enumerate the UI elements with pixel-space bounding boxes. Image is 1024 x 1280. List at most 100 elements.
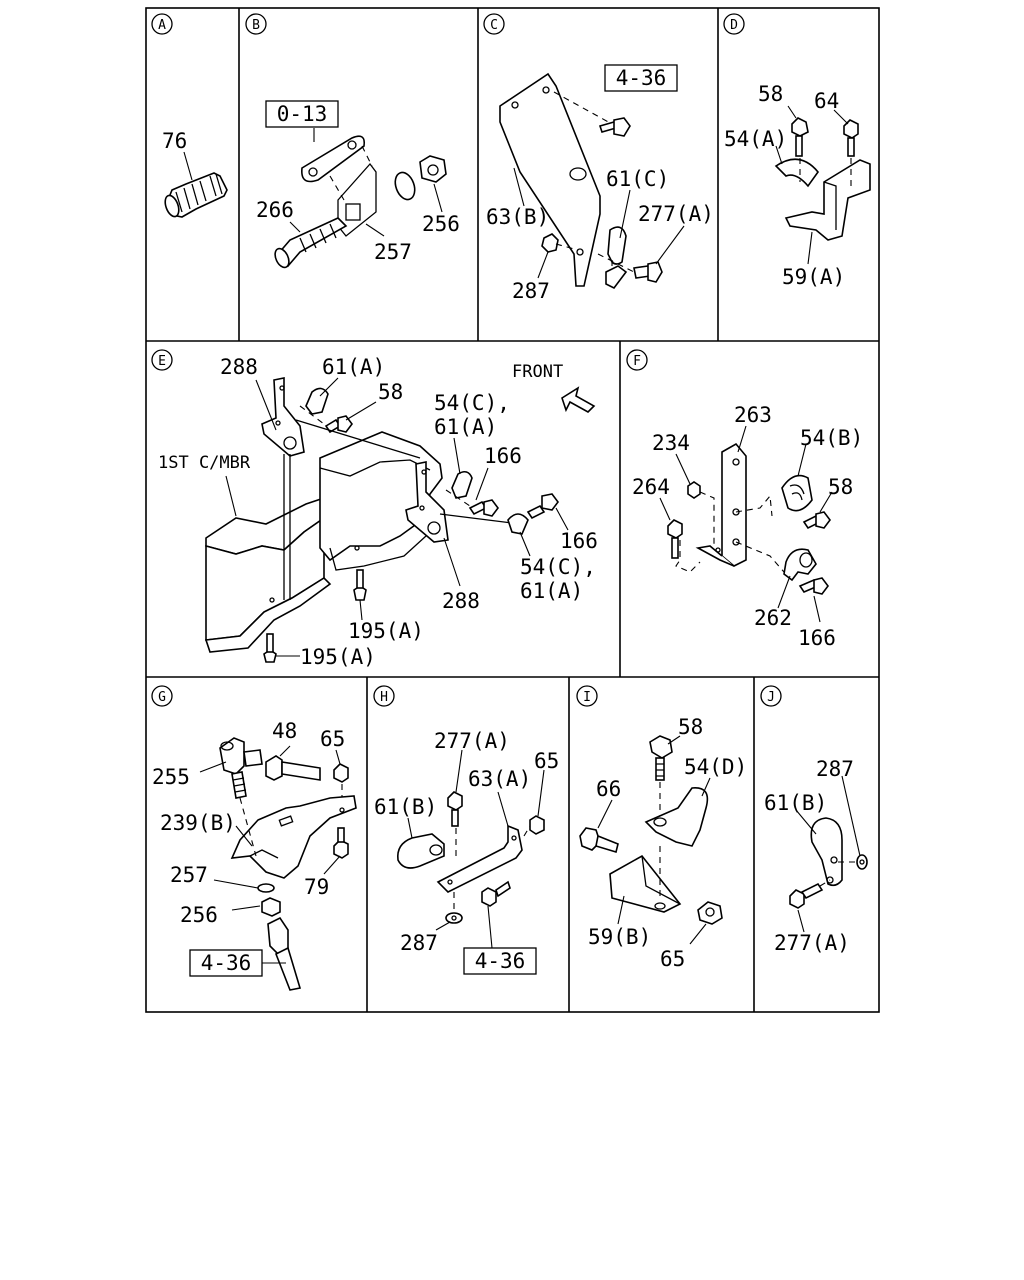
svg-text:58: 58 bbox=[378, 380, 403, 404]
clamp-54d bbox=[644, 787, 709, 847]
bolt-66 bbox=[579, 827, 619, 854]
svg-text:76: 76 bbox=[162, 129, 187, 153]
nut-65-i bbox=[697, 901, 723, 925]
washer-287-j bbox=[856, 854, 868, 870]
svg-text:63(B): 63(B) bbox=[486, 205, 549, 229]
svg-text:264: 264 bbox=[632, 475, 670, 499]
svg-text:48: 48 bbox=[272, 719, 297, 743]
svg-text:255: 255 bbox=[152, 765, 190, 789]
hose-fitting-48 bbox=[265, 755, 321, 781]
cross-member bbox=[204, 431, 443, 653]
section-marker-e: E bbox=[151, 349, 173, 371]
panel-grid bbox=[145, 7, 880, 1013]
bracket-59b bbox=[609, 854, 682, 913]
svg-text:277(A): 277(A) bbox=[434, 729, 510, 753]
section-b: 0-13 266 257 256 bbox=[256, 100, 460, 269]
svg-text:59(B): 59(B) bbox=[588, 925, 651, 949]
section-marker-d: D bbox=[723, 13, 745, 35]
bolt-264 bbox=[667, 519, 683, 559]
snap-ring-257 bbox=[394, 171, 416, 201]
svg-text:277(A): 277(A) bbox=[638, 202, 714, 226]
svg-text:I: I bbox=[583, 690, 591, 705]
svg-text:166: 166 bbox=[484, 444, 522, 468]
bracket-59a bbox=[784, 159, 871, 241]
svg-text:63(A): 63(A) bbox=[468, 767, 531, 791]
nut-287 bbox=[541, 233, 559, 253]
nut-256-g bbox=[261, 897, 281, 917]
svg-text:65: 65 bbox=[320, 727, 345, 751]
washer-257-g bbox=[257, 883, 275, 893]
bolt-4-36-h bbox=[481, 880, 511, 907]
svg-text:D: D bbox=[730, 18, 738, 33]
svg-text:0-13: 0-13 bbox=[277, 102, 328, 126]
svg-text:61(A): 61(A) bbox=[322, 355, 385, 379]
bolt-166-f bbox=[798, 577, 829, 595]
svg-text:256: 256 bbox=[422, 212, 460, 236]
bolt-58-i bbox=[649, 735, 673, 781]
svg-text:61(A): 61(A) bbox=[520, 579, 583, 603]
svg-text:257: 257 bbox=[170, 863, 208, 887]
nut-65-h bbox=[529, 815, 545, 835]
svg-text:79: 79 bbox=[304, 875, 329, 899]
bolt-277a-j bbox=[789, 882, 824, 909]
nut-287-h bbox=[445, 912, 463, 924]
bracket-63a bbox=[436, 824, 523, 893]
svg-text:262: 262 bbox=[754, 606, 792, 630]
svg-text:J: J bbox=[767, 690, 775, 705]
bolt-195a-lower bbox=[263, 633, 277, 663]
bracket-288-upper bbox=[261, 377, 305, 457]
svg-text:195(A): 195(A) bbox=[348, 619, 424, 643]
section-marker-b: B bbox=[245, 13, 267, 35]
bracket-239b bbox=[230, 795, 357, 879]
section-j: 287 61(B) 277(A) bbox=[764, 757, 868, 955]
section-marker-h: H bbox=[373, 685, 395, 707]
svg-text:64: 64 bbox=[814, 89, 839, 113]
svg-text:61(C): 61(C) bbox=[606, 167, 669, 191]
section-c: 4-36 61(C) 63(B) 277(A) bbox=[486, 64, 714, 303]
clamp-262 bbox=[783, 548, 817, 582]
svg-text:E: E bbox=[158, 354, 166, 369]
svg-text:B: B bbox=[252, 18, 260, 33]
svg-text:195(A): 195(A) bbox=[300, 645, 376, 669]
svg-text:61(B): 61(B) bbox=[374, 795, 437, 819]
front-arrow bbox=[561, 386, 596, 413]
svg-text:G: G bbox=[158, 690, 166, 705]
svg-text:287: 287 bbox=[816, 757, 854, 781]
section-f: 263 234 54(B) 264 58 262 166 bbox=[632, 403, 863, 650]
bolt-277a-h bbox=[447, 791, 463, 827]
svg-text:A: A bbox=[158, 18, 166, 33]
bolt-64-d bbox=[843, 119, 859, 157]
svg-text:1ST C/MBR: 1ST C/MBR bbox=[158, 453, 251, 473]
svg-text:288: 288 bbox=[442, 589, 480, 613]
svg-text:4-36: 4-36 bbox=[475, 949, 526, 973]
svg-text:166: 166 bbox=[798, 626, 836, 650]
svg-text:61(A): 61(A) bbox=[434, 415, 497, 439]
clamp-54c-lower bbox=[507, 513, 529, 535]
tee-fitting-255 bbox=[219, 737, 263, 799]
svg-text:H: H bbox=[380, 690, 388, 705]
bolt-166-middle bbox=[468, 499, 499, 517]
bolt-277a bbox=[633, 261, 663, 283]
bolt-4-36 bbox=[598, 117, 631, 137]
svg-text:239(B): 239(B) bbox=[160, 811, 236, 835]
svg-text:263: 263 bbox=[734, 403, 772, 427]
svg-text:C: C bbox=[490, 18, 498, 33]
section-marker-j: J bbox=[760, 685, 782, 707]
svg-text:54(A): 54(A) bbox=[724, 127, 787, 151]
bracket-63b bbox=[499, 72, 601, 287]
section-d: 58 64 54(A) 59(A) bbox=[724, 82, 871, 289]
svg-text:65: 65 bbox=[534, 749, 559, 773]
section-markers: A B C D E F G H I J bbox=[151, 13, 782, 707]
section-marker-a: A bbox=[151, 13, 173, 35]
svg-text:277(A): 277(A) bbox=[774, 931, 850, 955]
stud-266 bbox=[274, 217, 348, 269]
bolt-58-d bbox=[791, 117, 809, 157]
bolt-166-right bbox=[526, 493, 559, 520]
svg-text:287: 287 bbox=[400, 931, 438, 955]
bracket-288-lower bbox=[405, 461, 449, 543]
section-a: 76 bbox=[162, 129, 228, 218]
clip-61c bbox=[605, 226, 628, 290]
section-marker-i: I bbox=[576, 685, 598, 707]
bolt-79 bbox=[333, 827, 349, 859]
section-i: 58 54(D) 66 59(B) 65 bbox=[579, 715, 747, 971]
